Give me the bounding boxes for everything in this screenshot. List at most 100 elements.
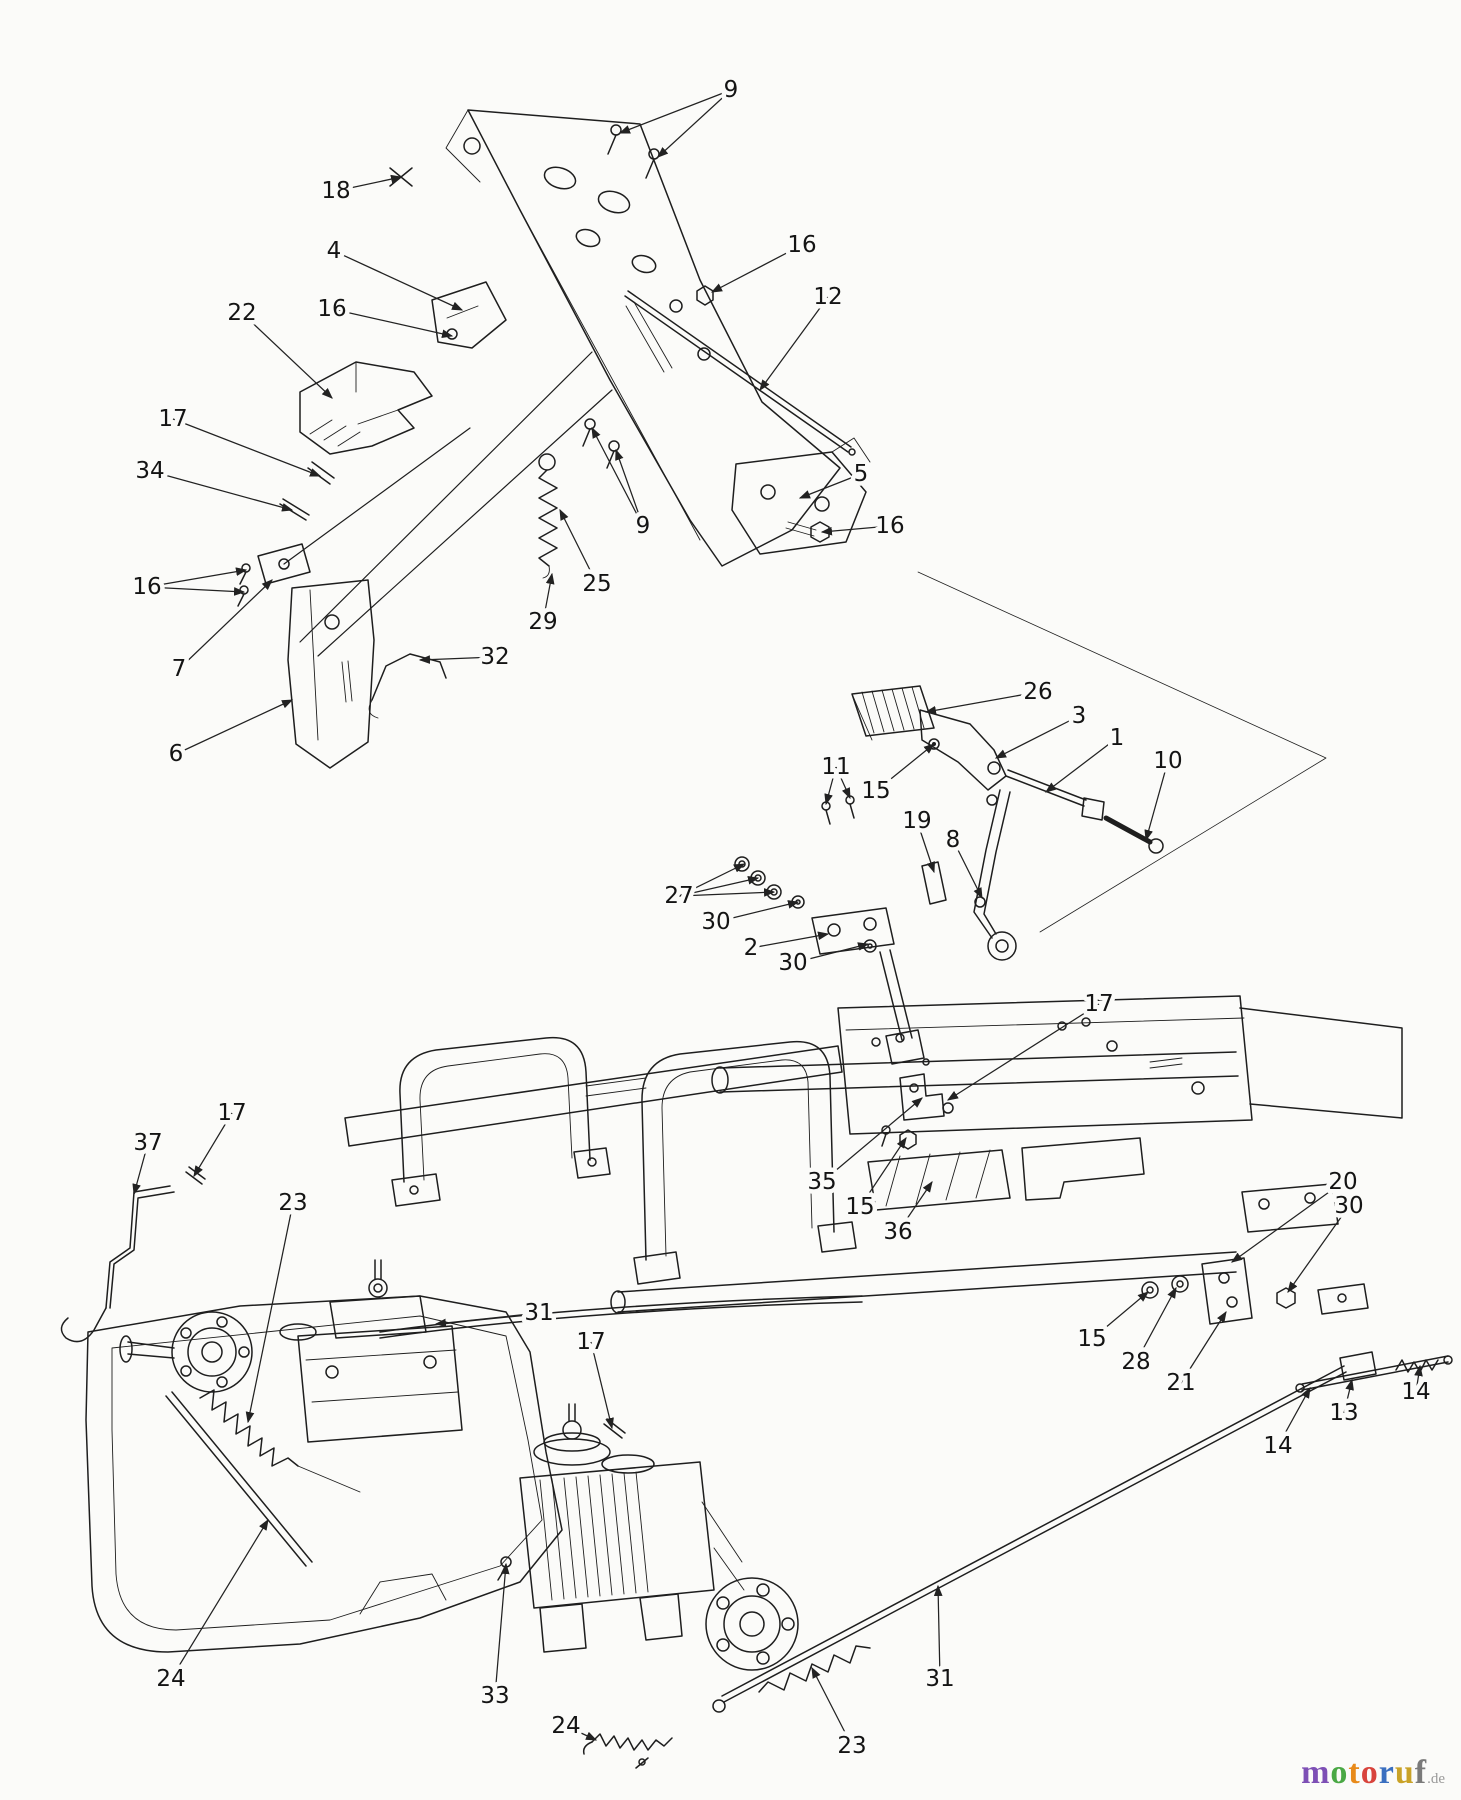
spring-24-cable <box>591 1733 673 1751</box>
part-number-label: 27 <box>664 883 693 909</box>
leader-line <box>759 296 829 392</box>
deck-cable-24 <box>165 1391 313 1567</box>
nut-15 <box>899 1129 917 1150</box>
part-number-label: 15 <box>845 1194 874 1220</box>
leader-line <box>434 1312 540 1328</box>
part-number-label: 16 <box>875 513 904 539</box>
rod-12 <box>624 290 852 453</box>
leader-line <box>542 572 555 623</box>
leader-line <box>245 1202 294 1424</box>
leader-line <box>1091 1291 1149 1340</box>
leader-line <box>559 508 598 585</box>
bracket-21 <box>1201 1257 1253 1325</box>
wheel-hub <box>705 1577 799 1671</box>
bracket-2 <box>811 907 895 955</box>
plate-6 <box>287 579 375 769</box>
leader-line <box>821 1097 923 1183</box>
leader-line <box>750 931 830 949</box>
part-number-label: 31 <box>524 1300 553 1326</box>
part-number-label: 9 <box>724 77 739 103</box>
leader-line <box>678 863 746 897</box>
leader-line <box>994 715 1080 759</box>
leader-line <box>952 839 983 900</box>
lower-tube <box>617 1251 1237 1313</box>
site-logo[interactable]: motoruf.de <box>1301 1756 1445 1790</box>
leader-line <box>1414 1364 1423 1393</box>
console-bracket-assembly <box>237 109 871 769</box>
pedal-pad-26 <box>851 685 935 737</box>
bracket-4 <box>431 281 507 349</box>
leader-line <box>715 900 800 923</box>
leader-line <box>590 1341 614 1430</box>
part-number-label: 5 <box>854 461 869 487</box>
lift-rod-37 <box>105 1185 175 1309</box>
part-number-label: 8 <box>946 827 961 853</box>
part-number-label: 14 <box>1263 1433 1292 1459</box>
rod-32 <box>371 653 447 701</box>
cross-tube <box>719 1051 1239 1093</box>
leader-line <box>335 174 403 192</box>
part-number-label: 9 <box>636 513 651 539</box>
leader-line <box>146 586 246 596</box>
detail-boundary-lines <box>917 571 1327 933</box>
leader-line <box>820 525 891 536</box>
part-number-label: 24 <box>156 1666 185 1692</box>
leader-line <box>798 473 862 499</box>
leader-line <box>824 766 837 806</box>
leader-line <box>811 1666 853 1747</box>
part-number-label: 26 <box>1023 679 1052 705</box>
frame-left-rail <box>344 1045 843 1147</box>
leader-line <box>1230 1181 1344 1263</box>
leader-line <box>924 691 1039 715</box>
spring-25 <box>538 469 558 567</box>
logo-letter: t <box>1348 1754 1361 1791</box>
leader-line <box>331 308 454 339</box>
logo-letter: m <box>1301 1754 1331 1791</box>
leader-line <box>241 312 333 399</box>
leader-line <box>1144 760 1169 842</box>
leader-line <box>1045 737 1118 793</box>
mower-deck-assembly <box>60 1166 863 1653</box>
leader-line <box>1180 1310 1227 1384</box>
leader-line <box>859 1136 907 1208</box>
part-number-label: 37 <box>133 1130 162 1156</box>
leader-line <box>916 820 935 874</box>
logo-letter: o <box>1360 1754 1379 1791</box>
part-number-label: 16 <box>132 574 161 600</box>
part-number-label: 34 <box>135 458 164 484</box>
part-number-label: 7 <box>172 656 187 682</box>
part-number-label: 30 <box>701 909 730 935</box>
logo-letter: o <box>1330 1754 1349 1791</box>
part-number-label: 11 <box>821 754 850 780</box>
part-number-label: 12 <box>813 284 842 310</box>
leader-line <box>591 426 644 527</box>
part-number-label: 30 <box>1334 1193 1363 1219</box>
leader-line <box>1277 1386 1311 1447</box>
part-number-label: 32 <box>480 644 509 670</box>
bracket-22 <box>299 361 433 455</box>
bracket-7 <box>257 543 311 585</box>
part-number-label: 29 <box>528 609 557 635</box>
part-number-label: 23 <box>837 1733 866 1759</box>
transaxle-assembly <box>497 1403 799 1671</box>
leader-line <box>615 448 644 527</box>
leader-line <box>875 743 935 792</box>
part-number-label: 18 <box>321 178 350 204</box>
spring-23-cable <box>758 1645 871 1693</box>
plate-36 <box>867 1149 1011 1211</box>
frame-assembly <box>344 995 1453 1393</box>
leader-line <box>149 470 294 512</box>
logo-letter: f <box>1414 1754 1428 1791</box>
leader-line <box>172 418 322 477</box>
rod-10 <box>1103 815 1153 845</box>
part-number-label: 4 <box>327 238 342 264</box>
part-number-label: 15 <box>1077 1326 1106 1352</box>
logo-wordmark: motoruf <box>1301 1754 1427 1791</box>
part-number-label: 17 <box>217 1100 246 1126</box>
part-number-label: 16 <box>787 232 816 258</box>
transaxle-housing <box>519 1461 715 1609</box>
leader-line <box>1135 1286 1177 1363</box>
